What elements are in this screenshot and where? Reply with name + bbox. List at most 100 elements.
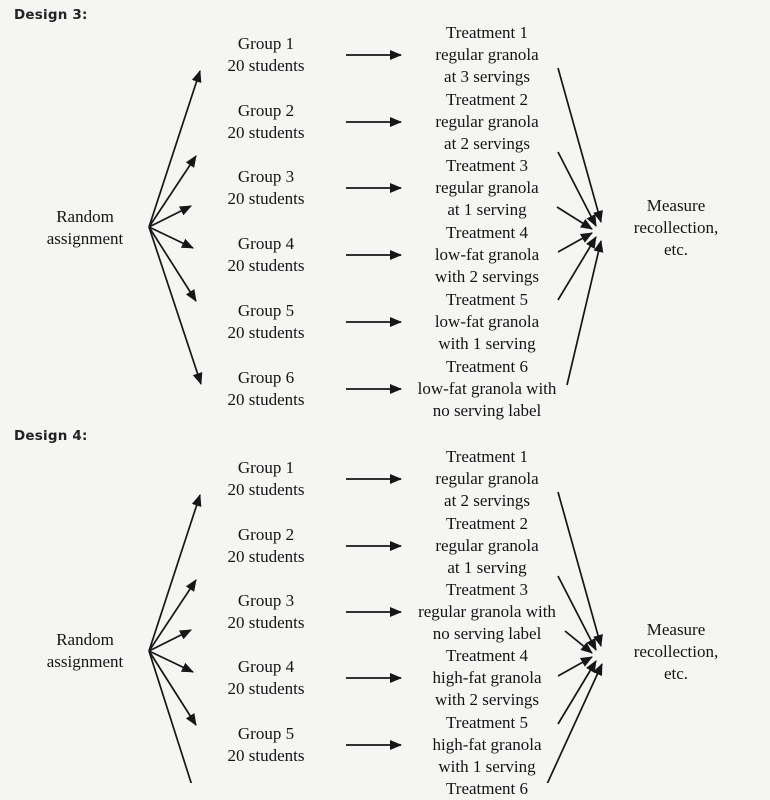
- treatment-line: Treatment 2: [445, 90, 528, 109]
- treatment-line: Treatment 6: [445, 779, 529, 798]
- fanout-arrow: [148, 650, 193, 783]
- fanout-arrow: [148, 650, 197, 726]
- group-block: Group 1 20 students: [228, 33, 305, 77]
- fanin-arrow: [566, 240, 604, 386]
- treatment-line: no serving label: [432, 624, 542, 643]
- treatment-block: Treatment 3 regular granola with no servin…: [418, 579, 556, 645]
- treatment-block: Treatment 2 regular granola at 1 serving: [435, 513, 538, 579]
- treatment-line: Treatment 2: [445, 514, 528, 533]
- outcome-line: recollection,: [633, 642, 719, 661]
- group-line: Group 2: [237, 525, 295, 544]
- fanin-arrow: [546, 663, 603, 783]
- treatment-line: with 1 serving: [438, 757, 536, 776]
- treatment-line: low-fat granola: [434, 245, 540, 264]
- group-line: Group 3: [237, 167, 295, 186]
- group-line: 20 students: [227, 613, 305, 632]
- group-line: Group 1: [237, 458, 295, 477]
- group-line: 20 students: [227, 480, 305, 499]
- fanin-arrow: [557, 656, 593, 677]
- group-line: Group 2: [237, 101, 295, 120]
- treatment-line: Treatment 1: [445, 447, 528, 466]
- fanout-arrow: [148, 226, 197, 302]
- group-line: 20 students: [227, 123, 305, 142]
- group-line: 20 students: [227, 746, 305, 765]
- treatment-line: at 1 serving: [447, 200, 527, 219]
- treatment-line: at 1 serving: [447, 558, 527, 577]
- group-block: Group 5 20 students: [228, 723, 305, 767]
- random-assignment-line: Random: [56, 207, 114, 226]
- treatment-block: Treatment 6: [446, 778, 528, 800]
- fanin-arrow: [557, 575, 597, 651]
- fanin-arrow: [557, 236, 597, 301]
- group-line: 20 students: [227, 547, 305, 566]
- group-line: Group 1: [237, 34, 295, 53]
- treatment-line: Treatment 5: [445, 713, 529, 732]
- treatment-line: no serving label: [432, 401, 542, 420]
- group-line: Group 6: [237, 368, 295, 387]
- group-block: Group 4 20 students: [228, 656, 305, 700]
- fanin-arrow: [557, 67, 603, 223]
- treatment-line: at 2 servings: [444, 491, 530, 510]
- fanin-arrow: [557, 491, 603, 647]
- fanout-arrow: [148, 70, 202, 228]
- fanin-arrow: [557, 232, 593, 253]
- random-assignment-label: Random assignment: [47, 629, 124, 673]
- treatment-line: low-fat granola with: [417, 379, 557, 398]
- group-block: Group 2 20 students: [228, 524, 305, 568]
- group-block: Group 4 20 students: [228, 233, 305, 277]
- group-line: Group 4: [237, 657, 295, 676]
- treatment-line: Treatment 3: [445, 156, 528, 175]
- fanout-arrow: [148, 205, 192, 228]
- group-line: Group 5: [237, 301, 295, 320]
- group-block: Group 2 20 students: [228, 100, 305, 144]
- treatment-block: Treatment 5 high-fat granola with 1 servin…: [432, 712, 541, 778]
- treatment-line: regular granola: [435, 469, 539, 488]
- fanout-arrow: [148, 579, 197, 652]
- treatment-line: low-fat granola: [434, 312, 540, 331]
- fanout-arrow: [148, 226, 194, 249]
- fanin-arrow: [557, 151, 597, 227]
- fanout-arrow: [148, 494, 202, 652]
- treatment-line: at 3 servings: [444, 67, 530, 86]
- design-title: Design 3:: [14, 7, 88, 23]
- treatment-line: regular granola: [435, 112, 539, 131]
- treatment-line: with 1 serving: [438, 334, 536, 353]
- treatment-line: at 2 servings: [444, 134, 530, 153]
- fanin-arrow: [564, 630, 593, 654]
- treatment-line: Treatment 3: [445, 580, 528, 599]
- group-line: Group 5: [237, 724, 295, 743]
- group-line: 20 students: [227, 56, 305, 75]
- random-assignment-line: Random: [56, 630, 114, 649]
- treatment-line: high-fat granola: [432, 735, 542, 754]
- treatment-line: regular granola with: [418, 602, 556, 621]
- group-line: Group 4: [237, 234, 295, 253]
- treatment-line: Treatment 1: [445, 23, 528, 42]
- outcome-line: etc.: [663, 664, 689, 683]
- fanin-arrow: [557, 660, 597, 725]
- group-line: 20 students: [227, 679, 305, 698]
- treatment-line: regular granola: [435, 536, 539, 555]
- random-assignment-line: assignment: [46, 652, 124, 671]
- group-line: 20 students: [227, 189, 305, 208]
- treatment-line: Treatment 4: [445, 646, 529, 665]
- treatment-line: regular granola: [435, 45, 539, 64]
- treatment-line: with 2 servings: [435, 690, 539, 709]
- fanout-arrow: [148, 226, 203, 385]
- group-line: 20 students: [227, 256, 305, 275]
- treatment-block: Treatment 1 regular granola at 2 servings: [435, 446, 538, 512]
- fanout-arrow: [148, 155, 197, 228]
- treatment-block: Treatment 4 high-fat granola with 2 servin…: [432, 645, 541, 711]
- treatment-line: high-fat granola: [432, 668, 542, 687]
- fanin-arrow: [556, 206, 593, 230]
- group-line: 20 students: [227, 323, 305, 342]
- arrow-layer: [148, 50, 604, 783]
